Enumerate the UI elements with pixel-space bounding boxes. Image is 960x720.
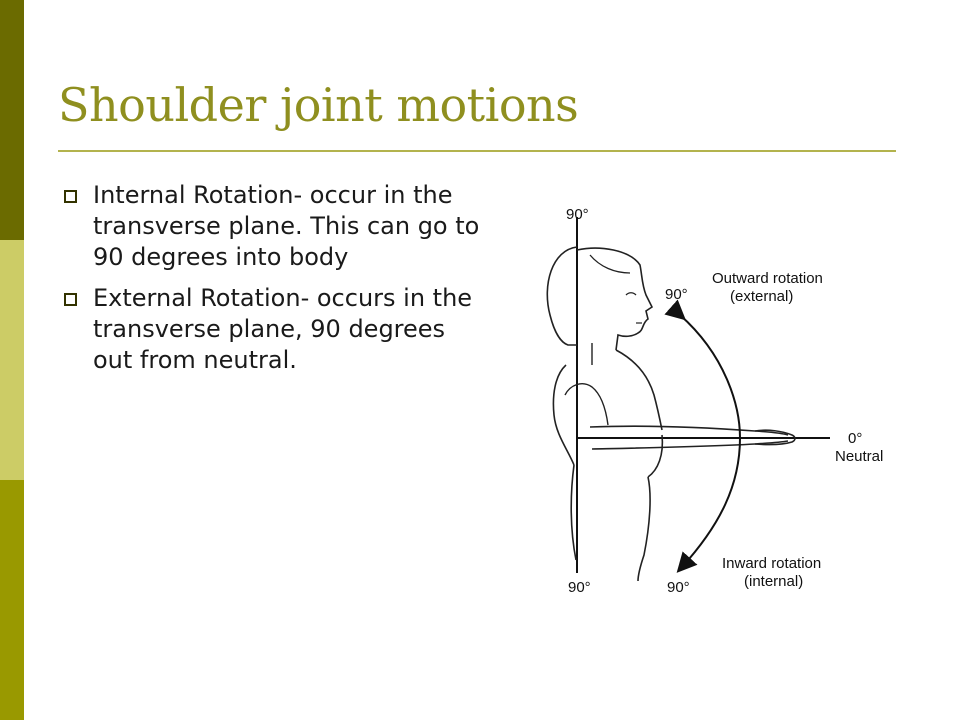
slide-title: Shoulder joint motions [58, 78, 579, 132]
figure-hip-front-outline [637, 476, 651, 582]
bullet-item-internal-rotation: Internal Rotation- occur in the transver… [58, 180, 488, 273]
bullet-text: External Rotation- occurs in the transve… [93, 284, 473, 374]
label-inward-rotation: Inward rotation [722, 555, 821, 572]
sidebar-block-top [0, 0, 24, 240]
sidebar-accent [0, 0, 24, 720]
bullet-list: Internal Rotation- occur in the transver… [58, 180, 488, 386]
figure-hip-back-outline [570, 464, 577, 561]
figure-arm-lower-edge [591, 440, 789, 450]
square-bullet-icon [64, 293, 77, 306]
label-neutral-angle: 0° [848, 430, 862, 447]
figure-back-outline [552, 364, 575, 466]
figure-eye [625, 292, 637, 296]
bullet-text: Internal Rotation- occur in the transver… [93, 181, 480, 271]
label-neutral: Neutral [835, 448, 883, 465]
figure-head-outline [576, 247, 654, 351]
label-outward-rotation: Outward rotation [712, 270, 823, 287]
figure-chest-outline [647, 434, 664, 478]
label-bottom-angle: 90° [568, 579, 591, 596]
square-bullet-icon [64, 190, 77, 203]
figure-upper-arm-outline [564, 383, 609, 426]
label-outward-external: (external) [730, 288, 793, 305]
bullet-item-external-rotation: External Rotation- occurs in the transve… [58, 283, 488, 376]
label-inward-internal: (internal) [744, 573, 803, 590]
label-top-angle: 90° [566, 206, 589, 223]
label-inward-angle: 90° [667, 579, 690, 596]
label-outward-angle: 90° [665, 286, 688, 303]
sidebar-block-middle [0, 240, 24, 480]
figure-hair-outline [546, 246, 578, 346]
rotation-arc [664, 299, 742, 573]
figure-shoulder-outline [615, 349, 663, 431]
figure-hair-fringe [589, 254, 631, 274]
figure-arm-upper-edge [589, 425, 789, 436]
sidebar-block-bottom [0, 480, 24, 720]
title-underline [58, 150, 896, 152]
figure-hand [754, 429, 796, 446]
shoulder-rotation-diagram: 90° 90° 90° 90° Outward rotation (extern… [546, 206, 883, 596]
